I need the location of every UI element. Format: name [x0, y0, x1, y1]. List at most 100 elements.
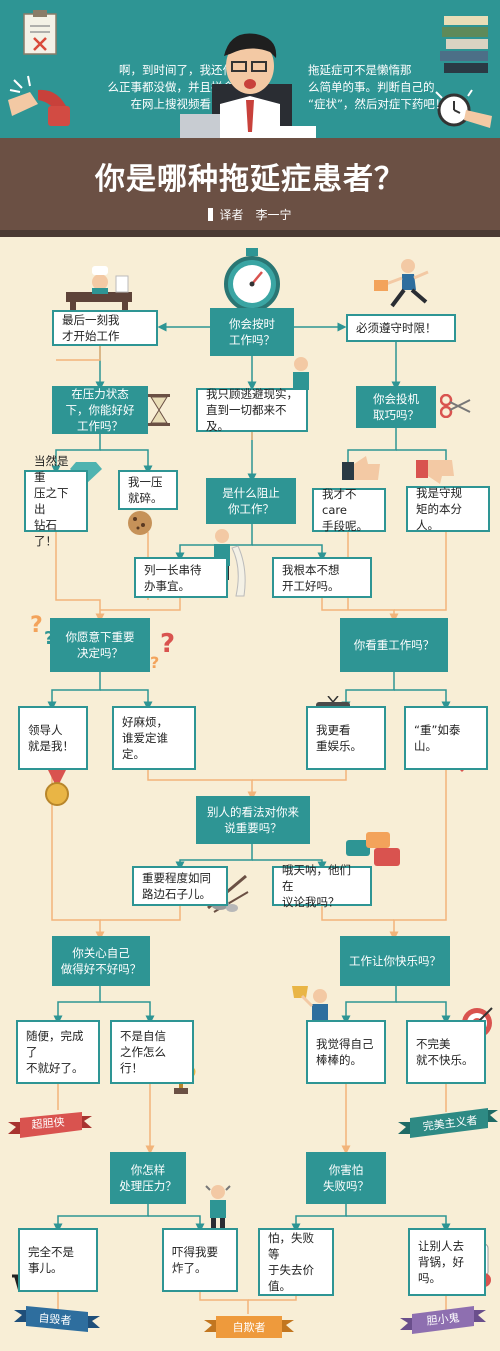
box-text: 工作让你快乐吗？	[349, 953, 441, 969]
svg-text:?: ?	[150, 653, 159, 670]
box-text-line: 别人的看法对你来	[207, 805, 299, 819]
box-text-line: 处理压力？	[119, 1179, 177, 1193]
question-others-opinion: 别人的看法对你来说重要吗？	[196, 796, 310, 844]
box-text-line: 压之下出	[34, 486, 69, 516]
box-text-line: 手段呢。	[322, 519, 368, 533]
scissors-icon	[440, 394, 471, 418]
box-text-line: 就不快乐。	[416, 1053, 474, 1067]
box-text-line: 在压力状态	[71, 387, 129, 401]
page-title: 你是哪种拖延症患者？	[95, 162, 405, 197]
ribbon-self-deceiver-shape	[204, 1316, 294, 1338]
box-text: 你看重工作吗？	[354, 637, 435, 653]
box-text-line: 直到一切都来不及。	[206, 403, 287, 433]
box-text: 我觉得自己棒棒的。	[316, 1036, 374, 1068]
box-text-line: 吓得我要	[172, 1245, 218, 1259]
phone-hand-icon	[8, 75, 70, 126]
box-text-line: 决定吗？	[77, 646, 123, 660]
answer-imperfect: 不完美就不快乐。	[406, 1020, 486, 1084]
question-under-pressure: 在压力状态下，你能好好工作吗？	[52, 386, 148, 434]
speech-bubbles-icon	[346, 832, 400, 866]
question-care-quality: 你关心自己做得好不好吗？	[52, 936, 150, 986]
box-text-line: 你害怕	[328, 1163, 364, 1177]
box-text: “重”如泰山。	[414, 722, 478, 754]
box-text: 你怎样处理压力？	[119, 1162, 177, 1194]
box-text: 好麻烦，谁爱定谁定。	[122, 714, 186, 762]
cookie-icon	[128, 511, 152, 535]
box-text: 别人的看法对你来说重要吗？	[207, 804, 299, 836]
box-text-line: 不是自信	[120, 1029, 166, 1043]
box-text: 最后一刻我才开始工作	[62, 312, 120, 344]
box-text-line: 失败吗？	[323, 1179, 369, 1193]
question-handle-stress: 你怎样处理压力？	[110, 1152, 186, 1204]
svg-text:?: ?	[30, 613, 43, 638]
box-text: 重要程度如同路边石子儿。	[142, 870, 211, 902]
svg-text:?: ?	[160, 629, 175, 659]
ribbon-coward-shape	[400, 1306, 486, 1334]
box-text: 怕，失败等于失去价值。	[268, 1230, 324, 1294]
box-text: 你会按时工作吗？	[229, 316, 275, 348]
box-text-line: 工作吗？	[77, 419, 123, 433]
box-text-line: 你会按时	[229, 317, 275, 331]
box-text-line: 办事宜。	[144, 578, 190, 593]
man-at-desk-illustration	[180, 33, 316, 146]
box-text: 你关心自己做得好不好吗？	[61, 945, 142, 977]
ribbon-self-destroyer-shape	[14, 1306, 100, 1332]
title-strip	[0, 230, 500, 237]
box-text-line: 你愿意下重要	[65, 630, 135, 644]
box-text-line: 值。	[268, 1279, 291, 1293]
answer-awesome: 我觉得自己棒棒的。	[306, 1020, 386, 1084]
box-text-line: 领导人	[28, 723, 63, 737]
question-work-happy: 工作让你快乐吗？	[340, 936, 450, 986]
box-text-line: 取巧吗？	[373, 408, 419, 422]
box-text-line: 我是守规	[416, 486, 462, 500]
box-text-line: 议论我吗？	[282, 895, 340, 909]
hourglass-icon	[148, 394, 170, 426]
box-text: 我是守规矩的本分人。	[416, 485, 480, 533]
box-text-line: 我才不care	[322, 487, 357, 517]
box-text: 必须遵守时限！	[356, 320, 437, 336]
answer-rule-follower: 我是守规矩的本分人。	[406, 486, 490, 532]
stressed-man-icon	[205, 1185, 231, 1228]
box-text-line: 我觉得自己	[316, 1037, 374, 1051]
answer-confident: 不是自信之作怎么行！	[110, 1020, 194, 1084]
box-text: 我才不care 手段呢。	[322, 486, 376, 534]
box-text-line: 重要程度如同	[142, 871, 211, 885]
books-stack-icon	[440, 16, 488, 73]
box-text-line: 随便，完成了	[26, 1029, 84, 1059]
box-text-line: 炸了。	[172, 1261, 207, 1275]
answer-scared-explode: 吓得我要炸了。	[162, 1228, 238, 1292]
box-text-line: 怕，失败等	[268, 1231, 314, 1261]
box-text-line: “重”如泰山。	[414, 723, 461, 753]
box-text: 我只顾逃避现实，直到一切都来不及。	[206, 386, 298, 434]
box-text-line: 工作吗？	[229, 333, 275, 347]
box-text-line: 哦天呐，他们在	[282, 863, 351, 893]
box-text: 当然是重压之下出钻石了！	[34, 453, 78, 549]
answer-deadline: 必须遵守时限！	[346, 314, 456, 342]
box-text-line: 工作让你快乐吗？	[349, 954, 441, 968]
box-text-line: 于失去价	[268, 1263, 314, 1277]
clipboard-icon	[23, 10, 57, 55]
answer-blame-others: 让别人去背锅，好吗。	[408, 1228, 486, 1296]
box-text-line: 我更看	[316, 723, 351, 737]
speech-right: 拖延症可不是懒惰那 么简单的事。判断自己的 “症状”，然后对症下药吧！	[308, 63, 447, 111]
box-text: 不完美就不快乐。	[416, 1036, 474, 1068]
box-text-line: 好麻烦，	[122, 715, 168, 729]
box-text-line: 背锅，好吗。	[418, 1255, 464, 1285]
title-bar	[0, 145, 500, 203]
box-text-line: 当然是重	[34, 454, 69, 484]
box-text-line: 重娱乐。	[316, 739, 362, 753]
cook-at-desk-icon	[66, 266, 132, 312]
answer-casual: 随便，完成了不就好了。	[16, 1020, 100, 1084]
question-fear-failure: 你害怕失败吗？	[306, 1152, 386, 1204]
thumbs-down-icon	[416, 460, 454, 484]
answer-too-troublesome: 好麻烦，谁爱定谁定。	[112, 706, 196, 770]
box-text: 吓得我要炸了。	[172, 1244, 218, 1276]
box-text-line: 就碎。	[128, 491, 163, 505]
box-text: 列一长串待办事宜。	[144, 562, 202, 594]
answer-pebble: 重要程度如同路边石子儿。	[132, 866, 228, 906]
answer-long-list: 列一长串待办事宜。	[134, 557, 228, 598]
box-text-line: 不完美	[416, 1037, 451, 1051]
answer-crumble: 我一压就碎。	[118, 470, 178, 510]
